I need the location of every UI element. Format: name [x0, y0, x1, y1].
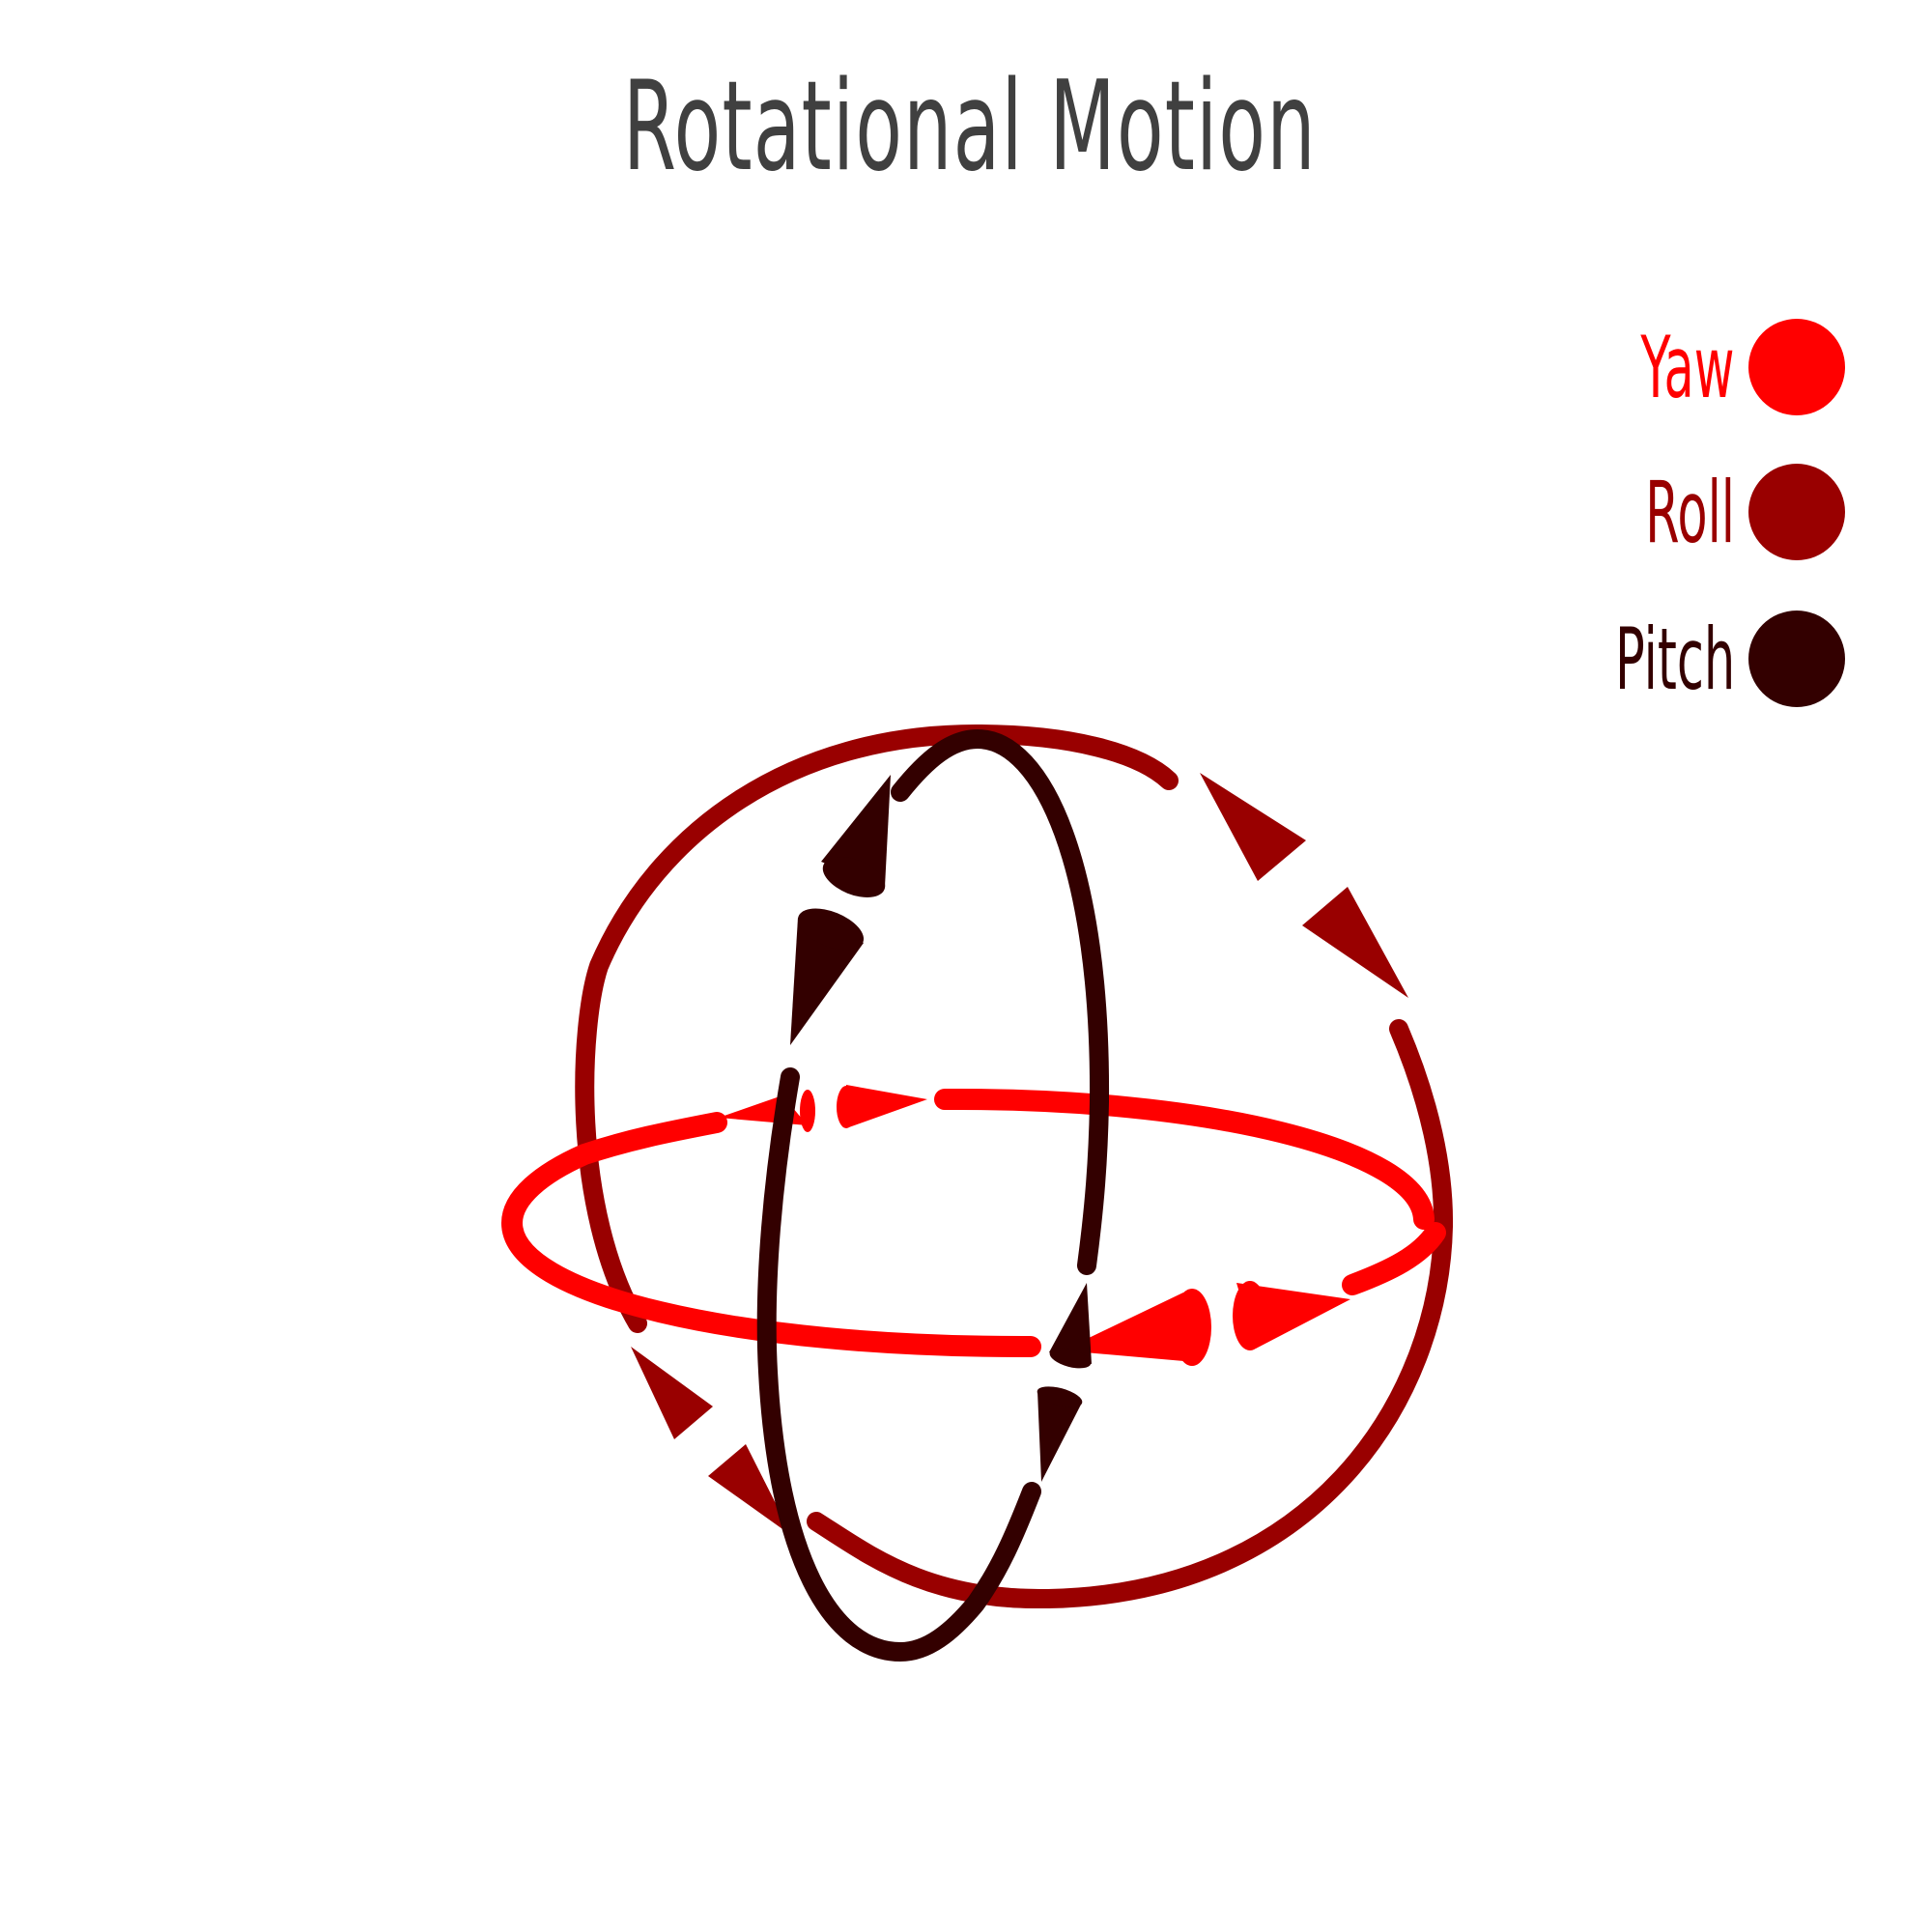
pitch-arrow-top-2-base	[797, 908, 865, 951]
roll-arrow-upper-right-2	[1302, 887, 1408, 998]
yaw-arrow-left-1-base	[800, 1090, 815, 1132]
pitch-arrow-bottom-1	[1049, 1283, 1092, 1364]
pitch-arrow-top-1-base	[822, 857, 886, 897]
yaw-arrow-right-1-base	[1173, 1289, 1211, 1366]
pitch-arrow-bottom-1-base	[1049, 1348, 1092, 1369]
pitch-arrowheads	[790, 775, 1092, 1482]
pitch-ring	[756, 728, 1110, 1662]
roll-ring	[575, 724, 1454, 1609]
roll-arrow-lower-left-1	[631, 1347, 713, 1439]
pitch-arrow-bottom-2	[1037, 1391, 1082, 1482]
roll-arrow-lower-left-2	[708, 1444, 792, 1536]
yaw-arrow-left-2	[846, 1085, 927, 1128]
yaw-arrow-left-2-base	[837, 1086, 856, 1128]
roll-arrow-upper-right-1	[1200, 773, 1306, 881]
yaw-arrow-right-1	[1063, 1293, 1195, 1362]
roll-arrowheads	[631, 773, 1408, 1536]
page-title: Rotational Motion	[622, 55, 1317, 199]
yaw-arrow-right-2-base	[1233, 1281, 1267, 1350]
pitch-arrow-bottom-2-base	[1037, 1386, 1083, 1407]
